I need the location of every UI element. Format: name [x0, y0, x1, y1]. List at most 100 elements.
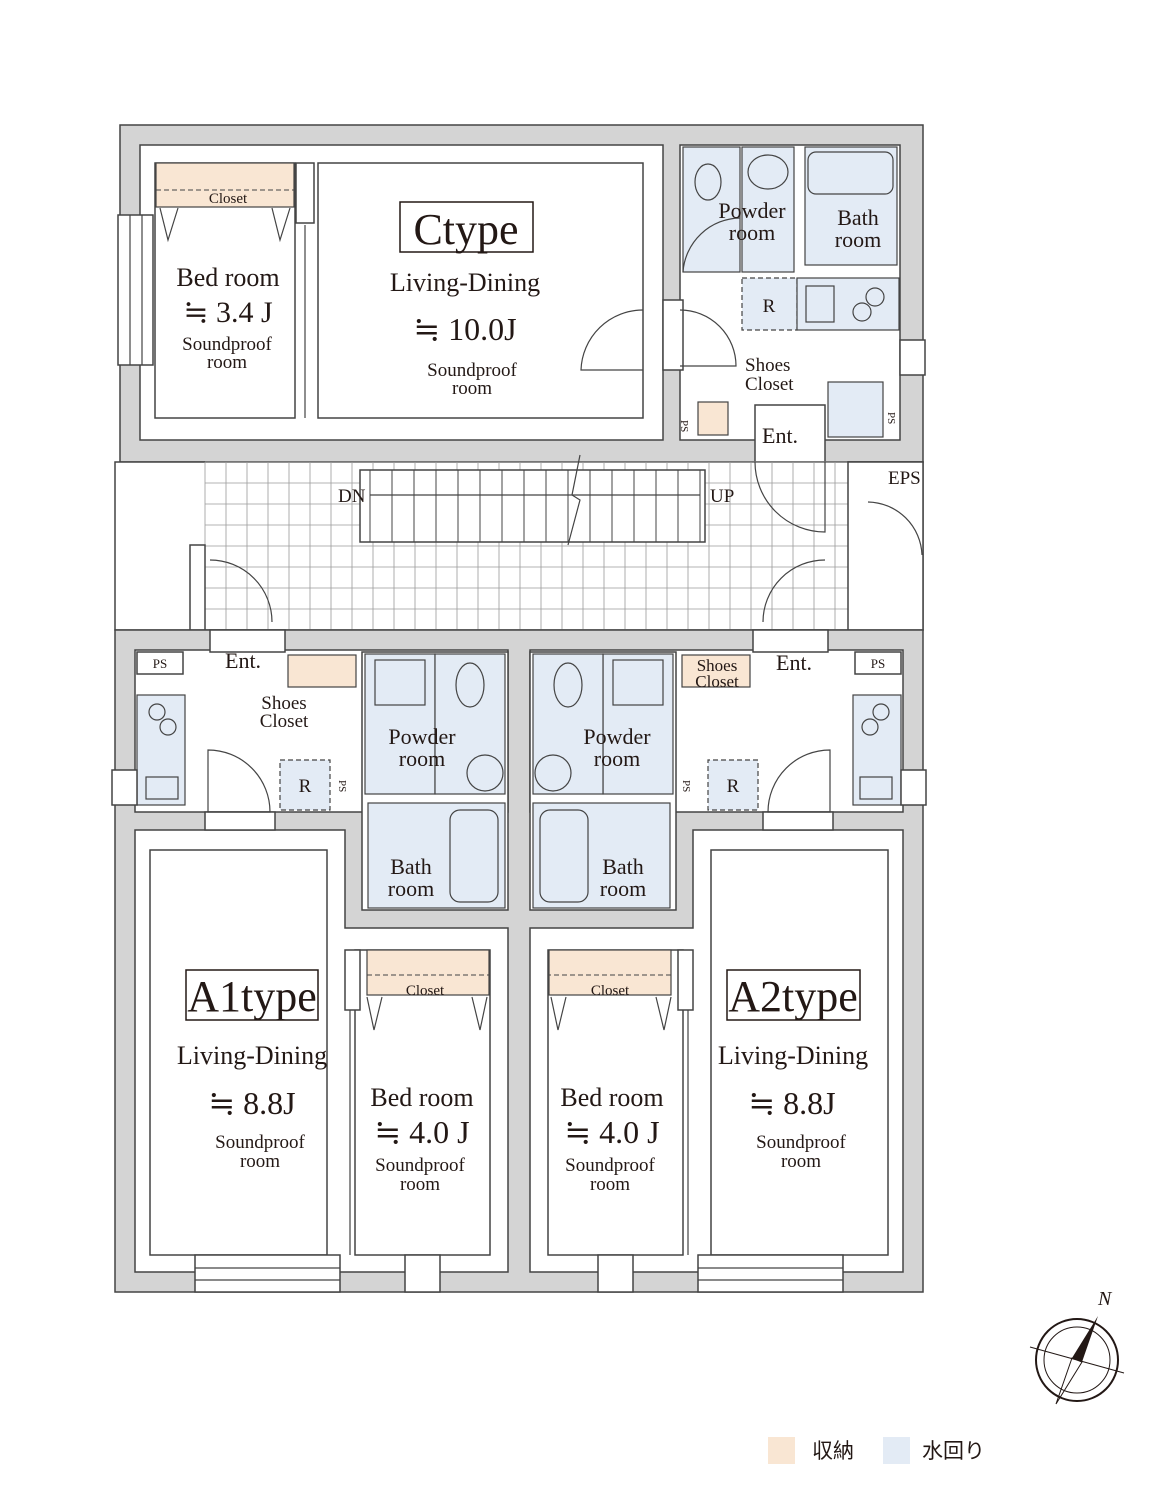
- a2-bedroom-name: Bed room: [560, 1083, 663, 1112]
- a2-shoes-label2: Closet: [695, 672, 739, 691]
- a1-living-name: Living-Dining: [177, 1041, 327, 1070]
- a1-bath-label2: room: [388, 876, 434, 901]
- a1-powder-room: [364, 653, 436, 795]
- c-living-note: Soundproof: [427, 360, 517, 381]
- stairs-down-label: DN: [338, 486, 366, 507]
- a1-bath-label: Bath: [390, 854, 432, 879]
- c-type-badge: [399, 201, 534, 253]
- c-bedroom-note2: room: [207, 352, 247, 373]
- a2-living-size: ≒ 8.8J: [748, 1085, 835, 1121]
- c-window: [117, 214, 154, 366]
- a1-type-label: A1type: [187, 972, 317, 1021]
- c-door-opening: [662, 299, 684, 371]
- a1-shoes-closet: [287, 654, 357, 688]
- c-living-name: Living-Dining: [390, 268, 540, 297]
- a2-living-note2: room: [781, 1151, 821, 1172]
- c-entrance-label: Ent.: [762, 423, 798, 448]
- a1-window: [194, 1254, 341, 1293]
- a2-closet-label: Closet: [591, 983, 630, 999]
- c-ps-right: PS: [885, 412, 897, 424]
- a1-living-room: [149, 849, 328, 1256]
- a1-labels: Ent. PS Shoes Closet Powder room Bath ro…: [153, 648, 474, 1195]
- a2-powder-label: Powder: [583, 724, 651, 749]
- c-living-size: ≒ 10.0J: [413, 311, 516, 347]
- a1-unit: [111, 629, 509, 1293]
- c-bath-label: Bath: [837, 205, 879, 230]
- c-bedroom-name: Bed room: [176, 263, 279, 292]
- c-shoes-label: Shoes: [745, 355, 790, 376]
- a1-kitchen: [136, 694, 186, 806]
- a1-shoes-label2: Closet: [260, 711, 309, 732]
- c-closet: [155, 162, 295, 208]
- c-closet-label: Closet: [209, 191, 248, 207]
- eps-label: EPS: [888, 468, 921, 489]
- a2-ps-mid: PS: [680, 780, 692, 792]
- a2-bath-label: Bath: [602, 854, 644, 879]
- compass-ring: [1035, 1318, 1119, 1402]
- compass: N: [1029, 1288, 1125, 1405]
- a2-entrance: [752, 629, 829, 653]
- a2-window: [697, 1254, 844, 1293]
- c-bedroom-note: Soundproof: [182, 334, 272, 355]
- a1-living-size: ≒ 8.8J: [208, 1085, 295, 1121]
- a1-living-note2: room: [240, 1151, 280, 1172]
- a2-closet: [548, 949, 672, 996]
- a1-bedroom-note2: room: [400, 1174, 440, 1195]
- a2-bath-room: [532, 802, 671, 909]
- c-fridge-label: R: [763, 296, 776, 317]
- stairs-up-label: UP: [710, 486, 734, 507]
- a1-shoes-label: Shoes: [261, 693, 306, 714]
- c-bath-label2: room: [835, 227, 881, 252]
- a1-living-note: Soundproof: [215, 1132, 305, 1153]
- a2-living-note: Soundproof: [756, 1132, 846, 1153]
- a1-ps-mid: PS: [336, 780, 348, 792]
- legend-swatch-wet-area: [883, 1437, 910, 1464]
- a1-fridge-label: R: [299, 776, 312, 797]
- a1-closet-label: Closet: [406, 983, 445, 999]
- a2-ps-top: PS: [871, 656, 885, 671]
- a2-labels: Ent. PS Shoes Closet Powder room Bath ro…: [560, 650, 885, 1195]
- a2-kitchen: [852, 694, 902, 806]
- c-bedroom-partition: [295, 162, 315, 224]
- a1-bedroom-size: ≒ 4.0 J: [374, 1114, 469, 1150]
- a1-bedroom-note: Soundproof: [375, 1155, 465, 1176]
- c-powder-room: [682, 146, 741, 273]
- a2-powder-label2: room: [594, 746, 640, 771]
- c-unit: [117, 124, 926, 463]
- a2-bedroom-size: ≒ 4.0 J: [564, 1114, 659, 1150]
- a1-type-badge: [185, 969, 319, 1021]
- a2-living-name: Living-Dining: [718, 1041, 868, 1070]
- a2-unit: [529, 629, 927, 1293]
- a2-type-label: A2type: [728, 972, 858, 1021]
- c-powder-label2: room: [729, 220, 775, 245]
- a1-closet: [366, 949, 490, 996]
- legend: 収納 水回り: [768, 1437, 985, 1464]
- a2-type-badge: [726, 969, 861, 1021]
- c-bath-room: [804, 146, 898, 266]
- a2-bedroom-note: Soundproof: [565, 1155, 655, 1176]
- eps-room: [847, 461, 924, 631]
- a2-powder-room: [602, 653, 674, 795]
- a1-ps-top: PS: [153, 656, 167, 671]
- c-type-label: Ctype: [413, 205, 518, 254]
- a1-entrance-label: Ent.: [225, 648, 261, 673]
- a2-bath-label2: room: [600, 876, 646, 901]
- a1-bath-room: [367, 802, 506, 909]
- c-kitchen: [796, 277, 900, 331]
- c-powder-label: Powder: [718, 198, 786, 223]
- common-corridor: [114, 454, 924, 631]
- legend-label-wet-area: 水回り: [922, 1439, 985, 1463]
- a2-fridge-space: [707, 759, 759, 811]
- a2-bedroom-note2: room: [590, 1174, 630, 1195]
- a2-bedroom: [547, 949, 684, 1256]
- a2-living-room: [710, 849, 889, 1256]
- c-bedroom-size: ≒ 3.4 J: [183, 296, 273, 329]
- compass-needle-icon: [1072, 1316, 1098, 1362]
- a2-shoes-label: Shoes: [697, 656, 738, 675]
- c-door-swing: [580, 309, 644, 371]
- a1-bedroom-name: Bed room: [370, 1083, 473, 1112]
- c-labels: Ctype Living-Dining ≒ 10.0J Soundproof r…: [176, 191, 897, 448]
- c-shoes-label2: Closet: [745, 374, 794, 395]
- c-ps-left: PS: [678, 420, 690, 432]
